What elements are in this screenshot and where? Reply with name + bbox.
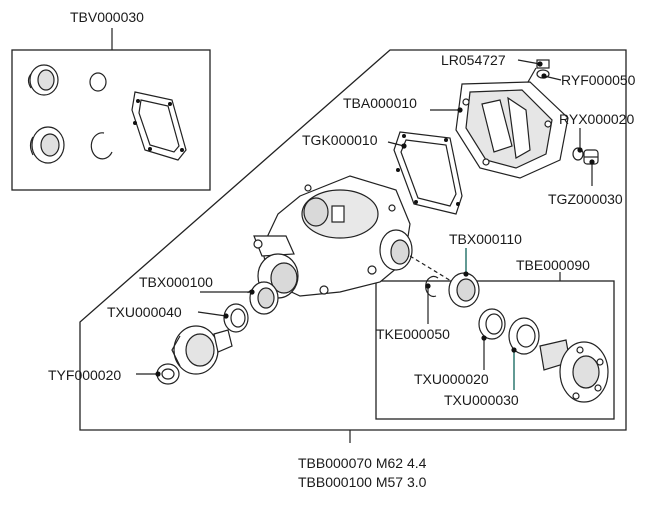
flange-kit-frame (375, 280, 615, 420)
label-input-nut: TYF000020 (48, 367, 121, 383)
seal-kit-frame (11, 49, 211, 191)
output-flange (539, 339, 609, 403)
rear-cover (455, 81, 569, 179)
left-side-seal (249, 281, 279, 315)
label-right-seal: TBX000110 (449, 231, 522, 247)
kit-circlip (90, 132, 113, 160)
label-kit-seals: TBV000030 (70, 9, 144, 25)
leader-gasket (387, 141, 405, 147)
label-assembly-line1: TBB000070 M62 4.4 (298, 455, 427, 471)
label-bolt: LR054727 (441, 52, 506, 68)
input-flange (171, 325, 233, 375)
kit-seal-top (27, 64, 59, 96)
leader-left-oring (197, 311, 227, 317)
differential-housing (253, 175, 413, 299)
leader-bolt (517, 59, 541, 65)
label-circlip: TKE000050 (376, 326, 450, 342)
label-washer-nut: RYF000050 (561, 72, 636, 88)
assembly-outline (79, 49, 627, 431)
label-cover-seal: RYX000020 (559, 111, 634, 127)
label-left-seal: TBX000100 (139, 274, 213, 290)
label-flange-kit: TBE000090 (516, 257, 590, 273)
cover-gasket (393, 131, 463, 215)
leaders (136, 59, 595, 390)
label-left-oring: TXU000040 (107, 304, 182, 320)
ring-b (508, 317, 540, 355)
label-gasket: TGK000010 (302, 132, 378, 148)
seal-kit-box (11, 28, 211, 191)
leader-washer (543, 75, 562, 81)
label-plug: TGZ000030 (548, 191, 623, 207)
kit-oring (89, 72, 107, 92)
left-oring (223, 303, 249, 333)
ring-a (478, 308, 506, 340)
input-nut (156, 363, 180, 385)
label-ring-b: TXU000030 (444, 392, 519, 408)
right-seal (448, 272, 480, 308)
axis-line-right (409, 255, 457, 285)
kit-gasket (131, 91, 187, 161)
label-ring-a: TXU000020 (414, 371, 489, 387)
label-assembly-line2: TBB000100 M57 3.0 (298, 474, 427, 490)
label-cover: TBA000010 (343, 95, 417, 111)
kit-seal-bottom (29, 126, 65, 164)
